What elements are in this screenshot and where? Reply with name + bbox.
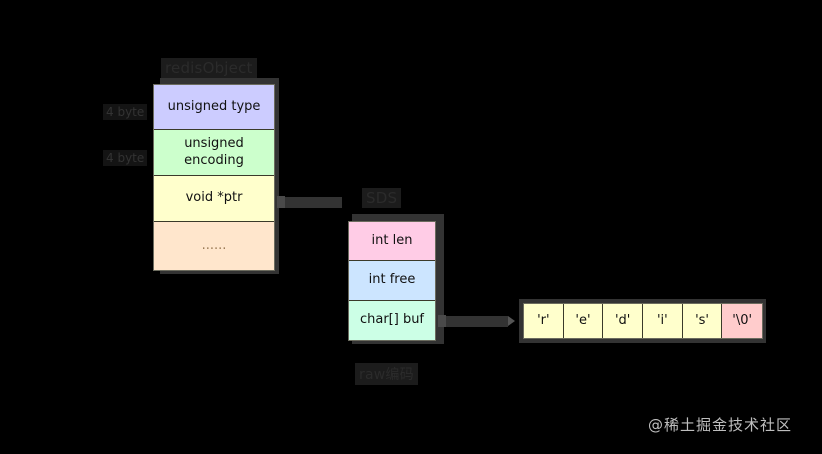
buf-connector-line (446, 316, 508, 327)
char-cell-4: 's' (682, 304, 723, 338)
redis-object-struct: unsigned type unsigned encoding void *pt… (153, 84, 275, 271)
char-cell-1: 'e' (563, 304, 604, 338)
size-label-type: 4 byte (103, 104, 148, 120)
size-label-encoding: 4 byte (103, 150, 148, 166)
field-unsigned-encoding: unsigned encoding (154, 130, 274, 176)
sds-struct: int len int free char[] buf (348, 221, 436, 341)
buf-connector-arrowhead (508, 316, 515, 326)
field-int-len: int len (349, 222, 435, 261)
char-array: 'r' 'e' 'd' 'i' 's' '\0' (523, 303, 763, 339)
redis-object-title: redisObject (161, 58, 257, 78)
watermark: @稀土掘金技术社区 (648, 416, 793, 434)
ptr-connector-line (285, 197, 342, 208)
char-cell-null: '\0' (722, 304, 763, 338)
field-unsigned-type: unsigned type (154, 85, 274, 130)
field-ellipsis: ...... (154, 222, 274, 270)
sds-title: SDS (362, 188, 402, 208)
field-int-free: int free (349, 261, 435, 301)
sds-caption-raw: raw编码 (355, 363, 418, 385)
buf-connector-tail (438, 315, 446, 327)
field-void-ptr: void *ptr (154, 176, 274, 222)
field-char-buf: char[] buf (349, 301, 435, 340)
char-cell-2: 'd' (603, 304, 644, 338)
char-cell-0: 'r' (524, 304, 564, 338)
char-cell-3: 'i' (643, 304, 683, 338)
ptr-connector-tail (277, 196, 285, 208)
